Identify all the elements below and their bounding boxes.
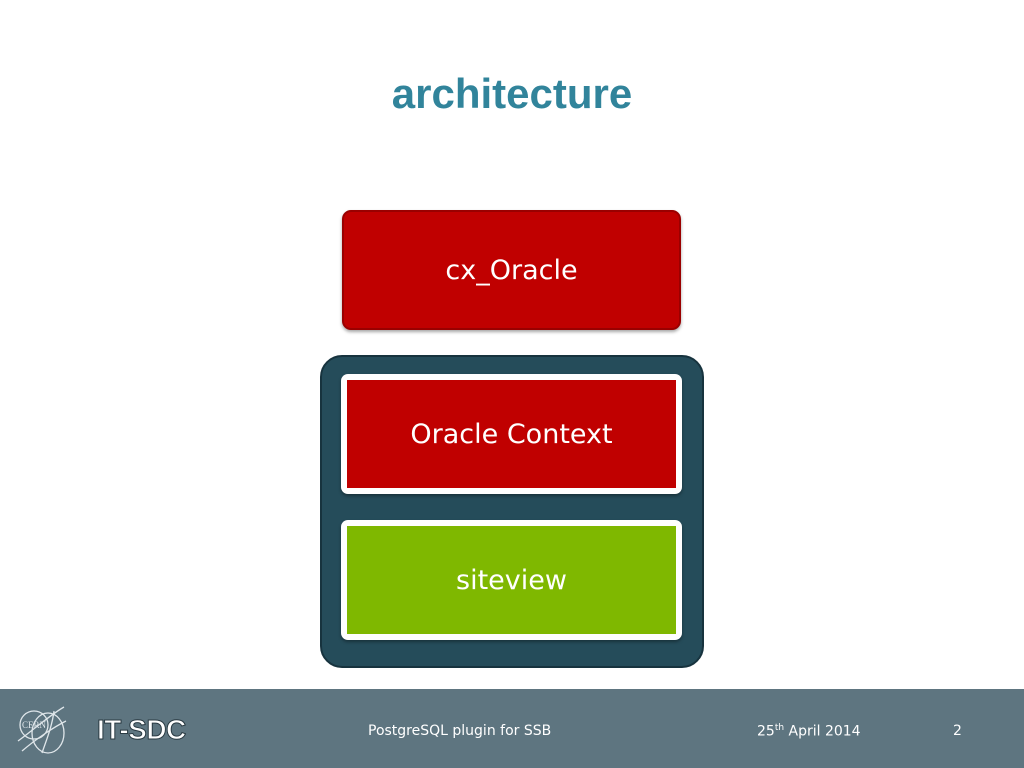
oracle-context-fill: Oracle Context — [347, 380, 676, 488]
siteview-label: siteview — [456, 564, 567, 596]
cern-logo-text: CERN — [22, 720, 47, 730]
oracle-context-box: Oracle Context — [341, 374, 682, 494]
cx-oracle-box: cx_Oracle — [342, 210, 681, 330]
footer-date: 25th April 2014 — [757, 723, 861, 740]
group-logo: IT-SDC — [97, 714, 187, 746]
page-number: 2 — [953, 723, 962, 739]
siteview-box: siteview — [341, 520, 682, 640]
date-day: 25 — [757, 723, 775, 740]
date-rest: April 2014 — [784, 723, 861, 740]
oracle-context-label: Oracle Context — [410, 418, 613, 450]
cx-oracle-label: cx_Oracle — [445, 254, 578, 286]
siteview-fill: siteview — [347, 526, 676, 634]
footer-bar: CERN IT-SDC PostgreSQL plugin for SSB 25… — [0, 689, 1024, 768]
cern-logo-icon: CERN — [17, 706, 67, 754]
footer-title: PostgreSQL plugin for SSB — [368, 723, 552, 739]
page-title: architecture — [391, 70, 633, 117]
date-suffix: th — [774, 723, 785, 733]
